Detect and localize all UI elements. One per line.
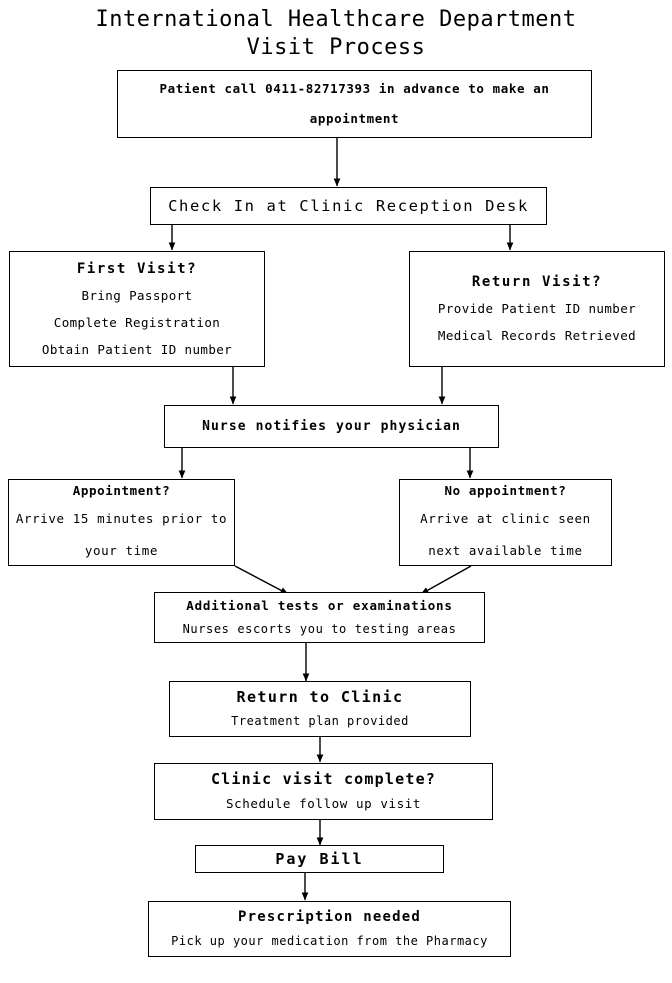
node-patient-call-head: Patient call 0411-82717393 in advance to… — [159, 81, 550, 96]
node-return-visit-line2: Medical Records Retrieved — [437, 328, 637, 343]
node-appointment-line1: Arrive 15 minutes prior to your time — [15, 510, 228, 558]
node-first-visit[interactable]: First Visit? Bring Passport Complete Reg… — [9, 251, 265, 367]
node-return-visit[interactable]: Return Visit? Provide Patient ID number … — [409, 251, 665, 367]
node-return-visit-head: Return Visit? — [471, 274, 603, 290]
node-visit-complete-head: Clinic visit complete? — [210, 770, 437, 788]
node-pay-bill[interactable]: Pay Bill — [195, 845, 444, 873]
node-prescription-line1: Pick up your medication from the Pharmac… — [171, 933, 488, 948]
node-first-visit-line1: Bring Passport — [81, 287, 193, 303]
node-return-visit-line1: Provide Patient ID number — [437, 301, 637, 316]
node-additional-tests[interactable]: Additional tests or examinations Nurses … — [154, 592, 485, 643]
node-visit-complete-line1: Schedule follow up visit — [225, 796, 421, 811]
node-nurse-notifies[interactable]: Nurse notifies your physician — [164, 405, 499, 448]
node-return-to-clinic-line1: Treatment plan provided — [231, 714, 409, 728]
node-first-visit-head: First Visit? — [76, 260, 198, 277]
node-pay-bill-head: Pay Bill — [275, 850, 364, 868]
node-return-to-clinic[interactable]: Return to Clinic Treatment plan provided — [169, 681, 471, 737]
node-visit-complete[interactable]: Clinic visit complete? Schedule follow u… — [154, 763, 493, 820]
node-additional-tests-line1: Nurses escorts you to testing areas — [182, 621, 457, 636]
node-return-to-clinic-head: Return to Clinic — [236, 688, 404, 706]
node-additional-tests-head: Additional tests or examinations — [186, 597, 453, 613]
node-prescription[interactable]: Prescription needed Pick up your medicat… — [148, 901, 511, 957]
arrow-no-appointment-to-tests — [420, 565, 472, 595]
node-no-appointment-head: No appointment? — [444, 482, 567, 498]
node-first-visit-line2: Complete Registration — [53, 314, 221, 330]
node-appointment-head: Appointment? — [72, 482, 171, 498]
node-check-in-head: Check In at Clinic Reception Desk — [168, 197, 529, 215]
node-first-visit-line3: Obtain Patient ID number — [41, 341, 233, 357]
node-patient-call[interactable]: Patient call 0411-82717393 in advance to… — [117, 70, 592, 138]
arrow-appointment-to-tests — [234, 565, 289, 595]
node-patient-call-line1: appointment — [309, 111, 400, 126]
node-nurse-notifies-head: Nurse notifies your physician — [202, 418, 461, 434]
node-check-in[interactable]: Check In at Clinic Reception Desk — [150, 187, 547, 225]
page-title: International Healthcare Department Visi… — [95, 7, 577, 60]
node-appointment[interactable]: Appointment? Arrive 15 minutes prior to … — [8, 479, 235, 566]
node-prescription-head: Prescription needed — [238, 908, 421, 925]
node-no-appointment[interactable]: No appointment? Arrive at clinic seen ne… — [399, 479, 612, 566]
node-no-appointment-line1: Arrive at clinic seen next available tim… — [420, 510, 591, 558]
